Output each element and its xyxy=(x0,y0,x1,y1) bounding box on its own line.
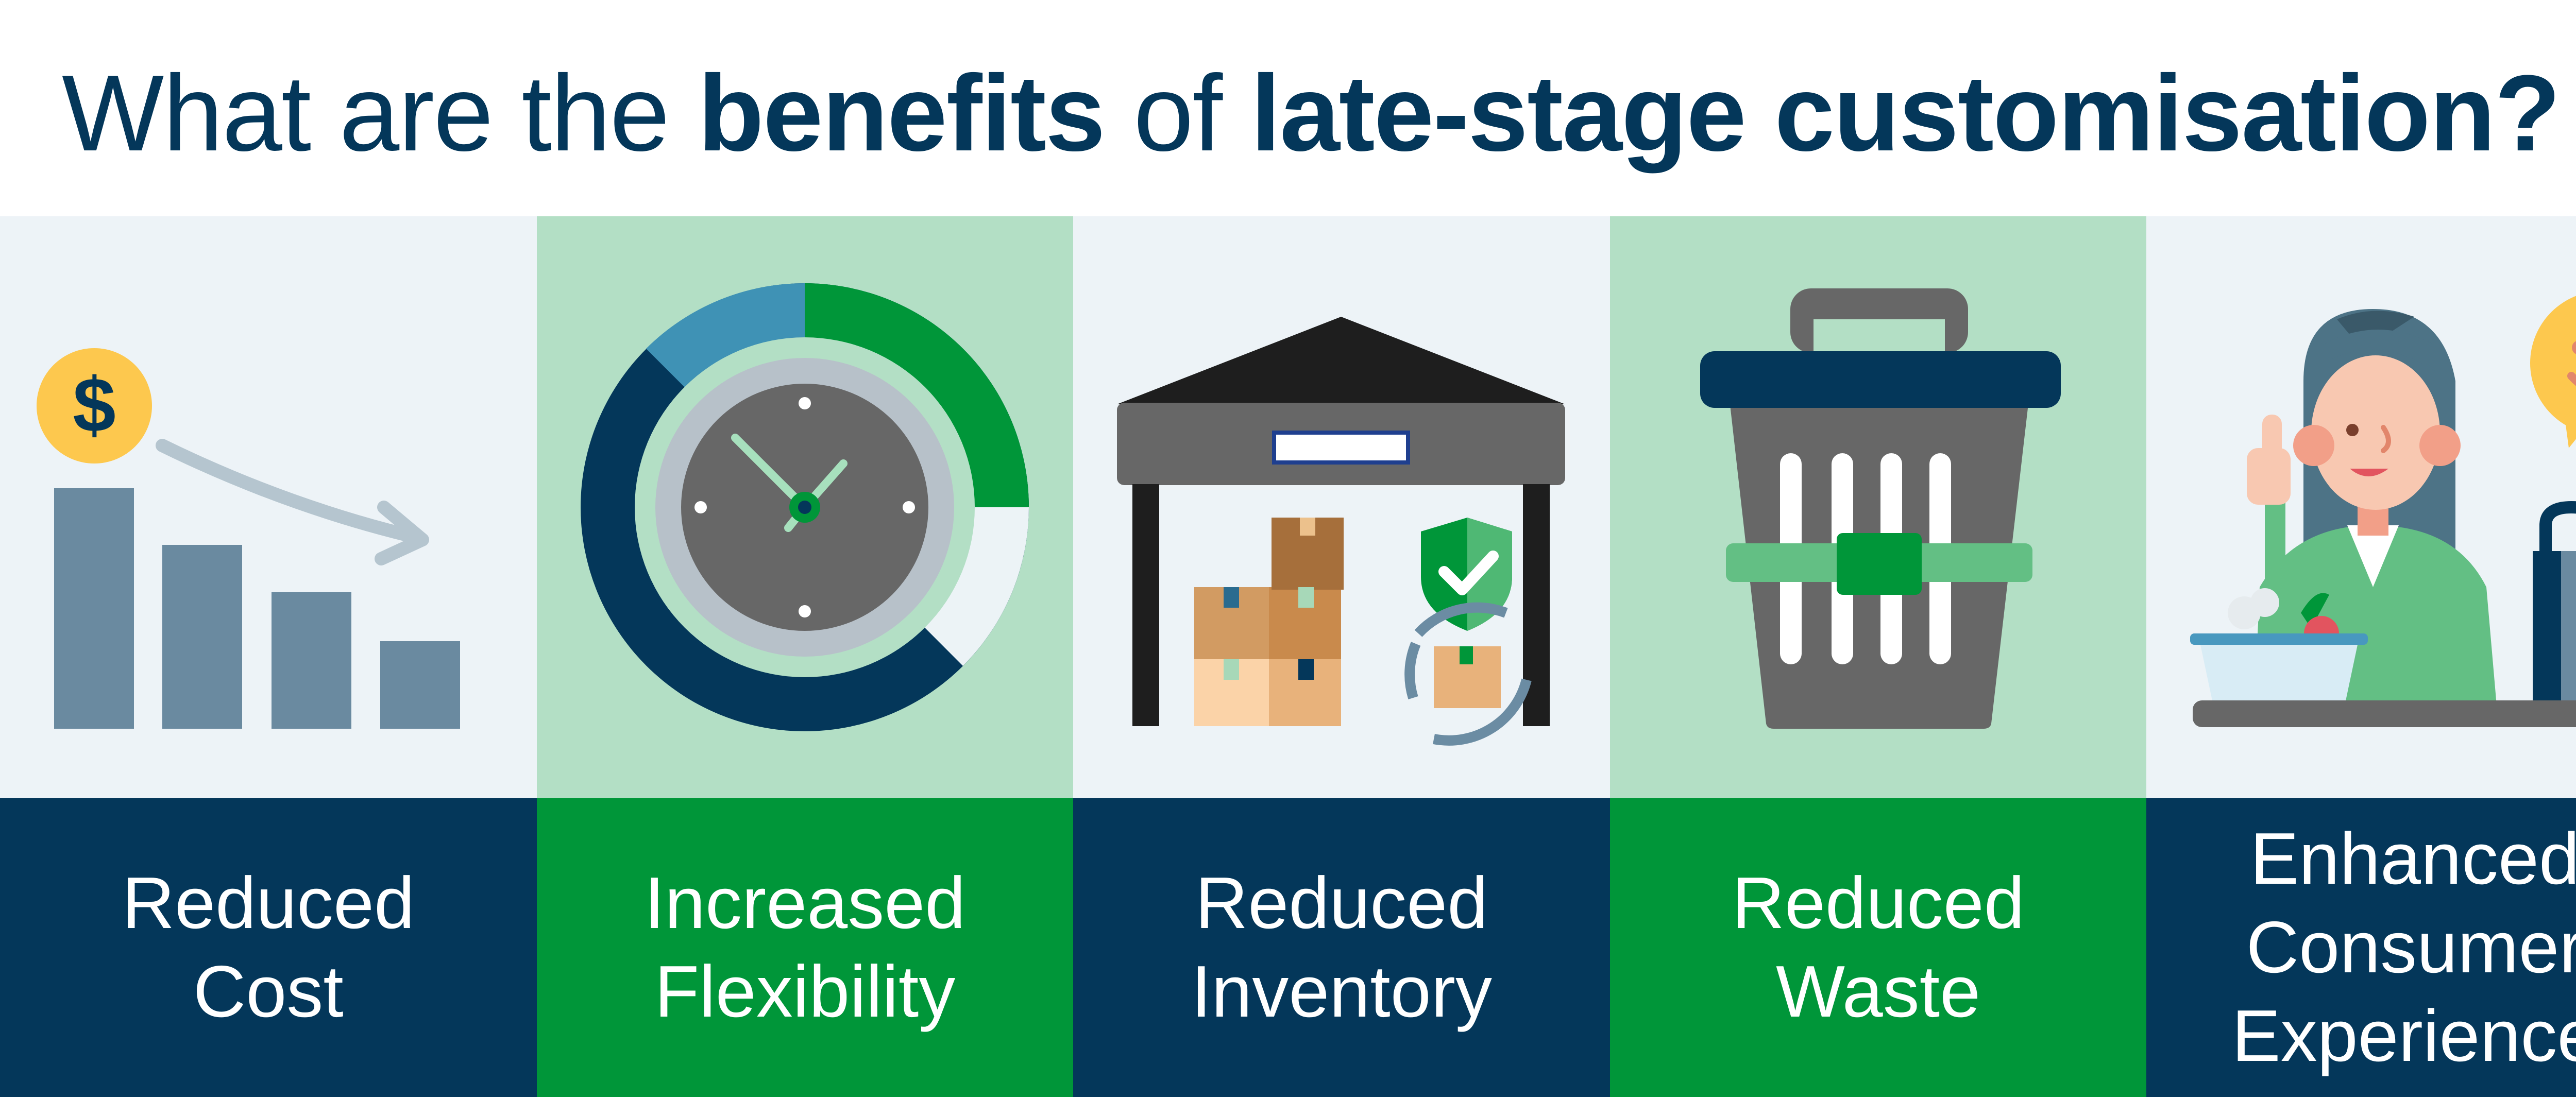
panel-art-enhanced-consumer-experience xyxy=(2146,216,2576,798)
panel-label-reduced-waste: Reduced Waste xyxy=(1609,798,2147,1097)
happy-customer-icon xyxy=(2190,296,2576,727)
trash-bin-icon xyxy=(1700,288,2061,729)
panel-reduced-cost: $ Reduced Cost xyxy=(0,216,537,1097)
panel-increased-flexibility: Increased Flexibility xyxy=(536,216,1074,1097)
benefits-panels: $ Reduced Cost xyxy=(0,216,2576,1097)
panel-art-reduced-waste xyxy=(1609,216,2147,798)
clock-icon xyxy=(580,283,1029,731)
panel-art-reduced-cost: $ xyxy=(0,216,537,798)
panel-reduced-inventory: Reduced Inventory xyxy=(1073,216,1610,1097)
title-part-1: What are the xyxy=(62,53,698,174)
title-part-4: late-stage customisation? xyxy=(1250,53,2561,174)
title-part-2: benefits xyxy=(698,53,1106,174)
panel-reduced-waste: Reduced Waste xyxy=(1609,216,2147,1097)
panel-label-increased-flexibility: Increased Flexibility xyxy=(536,798,1074,1097)
title-part-3: of xyxy=(1104,53,1251,174)
panel-label-reduced-cost: Reduced Cost xyxy=(0,798,537,1097)
panel-art-increased-flexibility xyxy=(536,216,1074,798)
panel-label-reduced-inventory: Reduced Inventory xyxy=(1073,798,1610,1097)
panel-label-enhanced-consumer-experience: Enhanced Consumer Experience xyxy=(2146,798,2576,1097)
panel-art-reduced-inventory xyxy=(1073,216,1610,798)
panel-enhanced-consumer-experience: Enhanced Consumer Experience xyxy=(2146,216,2576,1097)
warehouse-icon xyxy=(1117,317,1566,746)
cost-decrease-icon: $ xyxy=(37,348,460,729)
dollar-symbol: $ xyxy=(73,362,115,448)
page-title: What are the benefits of late-stage cust… xyxy=(62,49,2561,178)
